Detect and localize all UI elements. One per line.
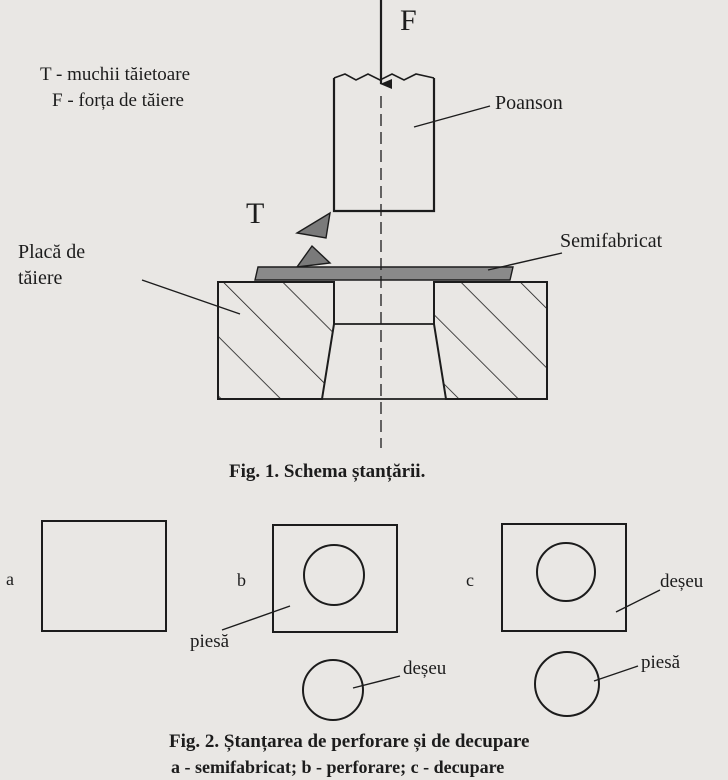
die-label-line-2: tăiere xyxy=(18,267,63,289)
panel-b-slug xyxy=(302,659,364,721)
cutting-edge-upper-triangle xyxy=(295,211,331,239)
die-label-line-1: Placă de xyxy=(18,241,85,263)
panel-b-waste-label: deșeu xyxy=(403,658,447,679)
punch-break-line xyxy=(333,73,435,81)
panel-a-letter: a xyxy=(6,569,14,589)
blank-sheet xyxy=(254,266,514,281)
legend-cutting-force: F - forța de tăiere xyxy=(52,90,184,111)
blank-label: Semifabricat xyxy=(560,230,663,252)
panel-b-waste-leader xyxy=(352,675,401,689)
die-leader-line xyxy=(141,279,241,315)
figure-2: a b piesă deșeu c deșeu piesă Fig. 2. Șt… xyxy=(6,520,704,777)
panel-c-waste-label: deșeu xyxy=(660,571,704,592)
panel-b-letter: b xyxy=(237,570,246,590)
blank-leader-line xyxy=(487,252,563,271)
punch-label: Poanson xyxy=(495,92,563,114)
punch xyxy=(332,78,436,213)
panel-c-sheet xyxy=(501,523,627,632)
figure-1-caption: Fig. 1. Schema ștanțării. xyxy=(229,461,425,482)
panel-b-hole xyxy=(303,544,365,606)
figure-2-caption-line-2: a - semifabricat; b - perforare; c - dec… xyxy=(171,757,504,777)
force-symbol: F xyxy=(400,4,417,37)
panel-b-part-label: piesă xyxy=(190,631,230,652)
figure-2-caption-line-1: Fig. 2. Ștanțarea de perforare și de dec… xyxy=(169,731,529,752)
die-plate-right xyxy=(433,281,548,400)
panel-c-part xyxy=(534,651,600,717)
figure-1: F T - muchii tăietoare F - forța de tăie… xyxy=(18,0,663,482)
cutting-edge-symbol: T xyxy=(246,197,264,230)
panel-c-part-leader xyxy=(593,665,639,682)
panel-c-hole xyxy=(536,542,596,602)
cutting-edge-lower-triangle xyxy=(295,244,332,268)
panel-b-part-leader xyxy=(221,605,291,631)
panel-c-letter: c xyxy=(466,570,474,590)
panel-c-part-label: piesă xyxy=(641,652,681,673)
punch-leader-line xyxy=(413,105,491,128)
panel-b-sheet xyxy=(272,524,398,633)
die-plate-left xyxy=(217,281,335,400)
panel-c-waste-leader xyxy=(615,589,661,613)
legend-cutting-edges: T - muchii tăietoare xyxy=(40,64,190,85)
panel-a-sheet xyxy=(41,520,167,632)
